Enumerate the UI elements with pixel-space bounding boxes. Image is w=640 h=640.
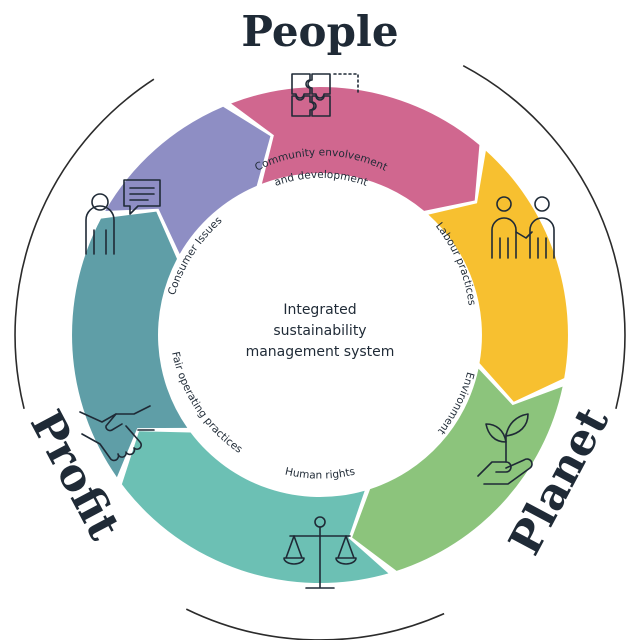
outer-ring-arc-right: [462, 64, 626, 409]
scales-icon: [283, 516, 357, 589]
center-line-3: management system: [246, 344, 395, 360]
outer-ring-arc-bottom: [185, 608, 445, 640]
segment-environment: [352, 368, 563, 571]
two-people-icon: [491, 196, 555, 259]
pillar-people: People: [241, 7, 398, 56]
segment-consumer: [105, 106, 271, 254]
segment-fair-operating: [72, 211, 188, 478]
plant-in-hand-icon: [477, 413, 533, 485]
handshake-icon: [79, 405, 155, 462]
person-speech-icon: [85, 179, 161, 255]
segment-community: [231, 87, 480, 211]
outer-ring-arc-left: [14, 78, 155, 409]
center-line-2: sustainability: [273, 323, 366, 339]
center-line-1: Integrated: [283, 302, 356, 318]
puzzle-icon: [291, 73, 359, 117]
cycle-segments: [72, 87, 568, 584]
segment-human-rights: [121, 431, 389, 584]
segment-label-human-rights: Human rights: [284, 466, 356, 482]
segment-labour: [428, 150, 568, 402]
